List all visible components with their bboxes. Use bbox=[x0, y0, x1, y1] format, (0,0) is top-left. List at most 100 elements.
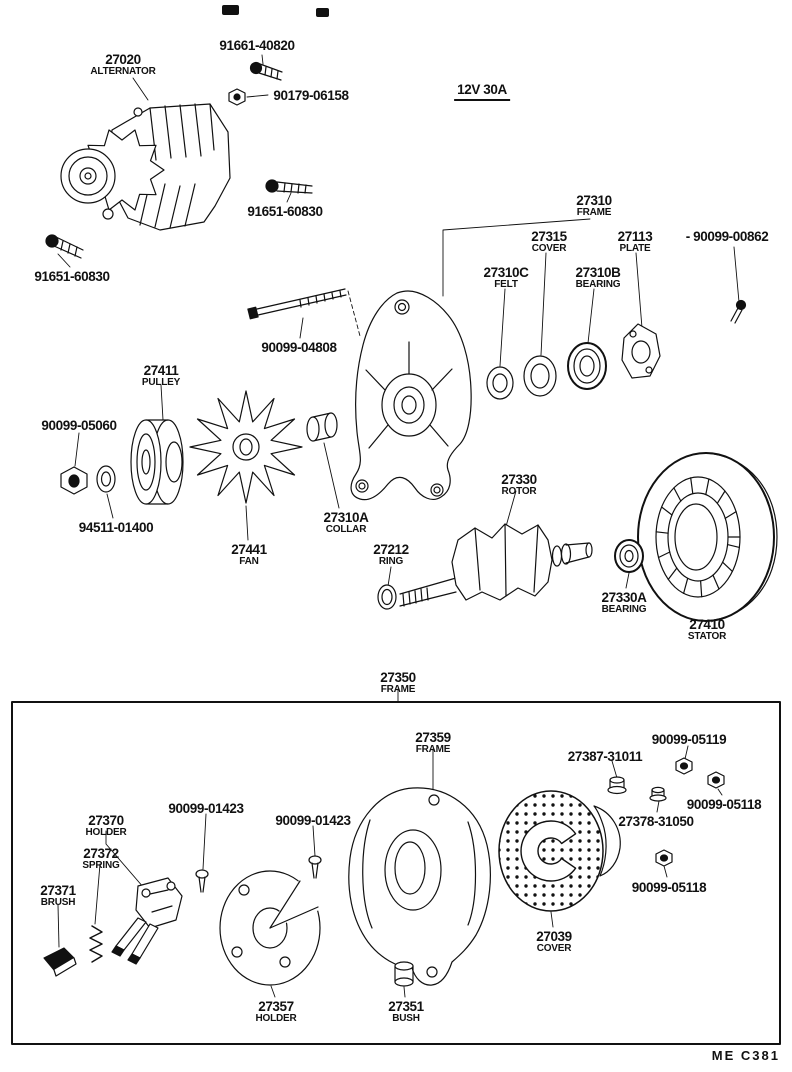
part-number: 90099-05118 bbox=[686, 797, 762, 812]
part-name: SPRING bbox=[82, 860, 120, 872]
scan-mark-icons bbox=[222, 5, 329, 17]
label-frame-rear: 27359 FRAME bbox=[415, 730, 451, 756]
label-screw-01423-left: 90099-01423 bbox=[168, 801, 244, 816]
part-number: 27330 bbox=[501, 472, 537, 487]
part-number: 90099-05119 bbox=[651, 732, 727, 747]
label-stator: 27410 STATOR bbox=[687, 617, 727, 643]
part-number: 90099-05118 bbox=[631, 880, 707, 895]
part-name: STATOR bbox=[687, 631, 727, 643]
part-number: 90179-06158 bbox=[273, 88, 349, 103]
part-name: BUSH bbox=[392, 1013, 420, 1025]
part-name: HOLDER bbox=[85, 827, 127, 839]
part-name: PLATE bbox=[619, 243, 651, 255]
rating-label: 12V 30A bbox=[454, 82, 510, 102]
label-bearing-front: 27310B BEARING bbox=[575, 265, 621, 291]
through-bolt-drawing bbox=[247, 288, 347, 320]
label-screw-01423-mid: 90099-01423 bbox=[275, 813, 351, 828]
drive-end-frame-drawing bbox=[350, 290, 472, 501]
part-name: FRAME bbox=[415, 744, 451, 756]
washer-icon bbox=[96, 465, 116, 493]
part-number: 27359 bbox=[415, 730, 451, 745]
label-insulator-27387: 27387-31011 bbox=[568, 749, 643, 764]
insulator-crescent-drawing bbox=[593, 805, 621, 877]
label-felt: 27310C FELT bbox=[484, 265, 529, 291]
brush-holder-drawing bbox=[111, 877, 183, 965]
label-insulator-27378: 27378-31050 bbox=[618, 814, 694, 829]
pulley-nut-icon bbox=[60, 466, 88, 495]
part-number: 27330A bbox=[601, 590, 647, 605]
part-name: BEARING bbox=[601, 604, 647, 616]
nut-05118-lower-icon bbox=[655, 849, 673, 867]
label-bolt-91651-left: 91651-60830 bbox=[34, 269, 110, 284]
part-name: COVER bbox=[536, 943, 572, 955]
grommet-27387-icon bbox=[607, 776, 627, 795]
label-ring: 27212 RING bbox=[373, 542, 409, 568]
part-number: 27315 bbox=[531, 229, 567, 244]
part-number: 94511-01400 bbox=[78, 520, 154, 535]
plate-drawing bbox=[621, 323, 661, 379]
part-number: 27441 bbox=[231, 542, 267, 557]
rotor-drawing bbox=[399, 523, 593, 607]
label-bolt-91651-upper: 91651-60830 bbox=[247, 204, 323, 219]
leader-lines bbox=[57, 54, 740, 998]
nut-05118-right-icon bbox=[707, 771, 725, 789]
front-bearing-icon bbox=[567, 342, 607, 390]
part-number: 27378-31050 bbox=[618, 814, 694, 829]
bolt-91651-upper-icon bbox=[265, 179, 313, 194]
part-number: 91651-60830 bbox=[34, 269, 110, 284]
front-cover-icon bbox=[523, 355, 557, 397]
part-name: COLLAR bbox=[325, 524, 367, 536]
label-bolt-91661: 91661-40820 bbox=[219, 38, 295, 53]
part-number: 91661-40820 bbox=[219, 38, 295, 53]
rating-text: 12V 30A bbox=[454, 82, 510, 102]
label-plate: 27113 PLATE bbox=[617, 229, 653, 255]
plate-screw-icon bbox=[730, 299, 747, 324]
part-name: FRAME bbox=[576, 207, 612, 219]
screw-01423-left-icon bbox=[195, 869, 209, 893]
pulley-drawing bbox=[130, 419, 184, 505]
part-number: 90099-04808 bbox=[261, 340, 337, 355]
part-name: BRUSH bbox=[40, 897, 76, 909]
part-number: 90099-05060 bbox=[41, 418, 117, 433]
stator-drawing bbox=[637, 452, 778, 622]
snap-ring-icon bbox=[377, 584, 397, 610]
part-number: 27310B bbox=[575, 265, 621, 280]
part-number: 27410 bbox=[689, 617, 725, 632]
part-number: 27310A bbox=[323, 510, 369, 525]
part-number: 27113 bbox=[617, 229, 653, 244]
rear-cover-drawing bbox=[498, 790, 604, 912]
alternator-drawing bbox=[60, 103, 231, 231]
label-collar: 27310A COLLAR bbox=[323, 510, 369, 536]
label-frame-assembly: 27350 FRAME bbox=[380, 670, 416, 696]
label-washer: 94511-01400 bbox=[78, 520, 154, 535]
bolt-91651-left-icon bbox=[45, 234, 84, 259]
label-cover-front: 27315 COVER bbox=[531, 229, 567, 255]
grommet-27378-icon bbox=[649, 786, 667, 802]
part-number: - 90099-00862 bbox=[685, 229, 769, 244]
part-name: FRAME bbox=[380, 684, 416, 696]
label-nut-90179: 90179-06158 bbox=[273, 88, 349, 103]
nut-05119-icon bbox=[675, 757, 693, 775]
part-number: 90099-01423 bbox=[168, 801, 244, 816]
part-number: 27310 bbox=[576, 193, 612, 208]
rear-frame-drawing bbox=[348, 787, 491, 986]
part-number: 91651-60830 bbox=[247, 204, 323, 219]
label-fan: 27441 FAN bbox=[231, 542, 267, 568]
label-spring: 27372 SPRING bbox=[82, 846, 120, 872]
part-name: FELT bbox=[494, 279, 518, 291]
label-pulley: 27411 PULLEY bbox=[142, 363, 180, 389]
label-frame-drive: 27310 FRAME bbox=[576, 193, 612, 219]
part-number: 27212 bbox=[373, 542, 409, 557]
label-holder-rectifier: 27357 HOLDER bbox=[255, 999, 296, 1025]
spring-drawing bbox=[89, 925, 103, 963]
label-nut-05118-lower: 90099-05118 bbox=[631, 880, 707, 895]
part-number: 27371 bbox=[40, 883, 76, 898]
part-name: ALTERNATOR bbox=[90, 66, 156, 78]
bush-drawing bbox=[394, 961, 414, 987]
fan-drawing bbox=[189, 390, 303, 504]
part-name: ROTOR bbox=[501, 486, 537, 498]
part-name: BEARING bbox=[575, 279, 621, 291]
label-nut-05119: 90099-05119 bbox=[651, 732, 727, 747]
